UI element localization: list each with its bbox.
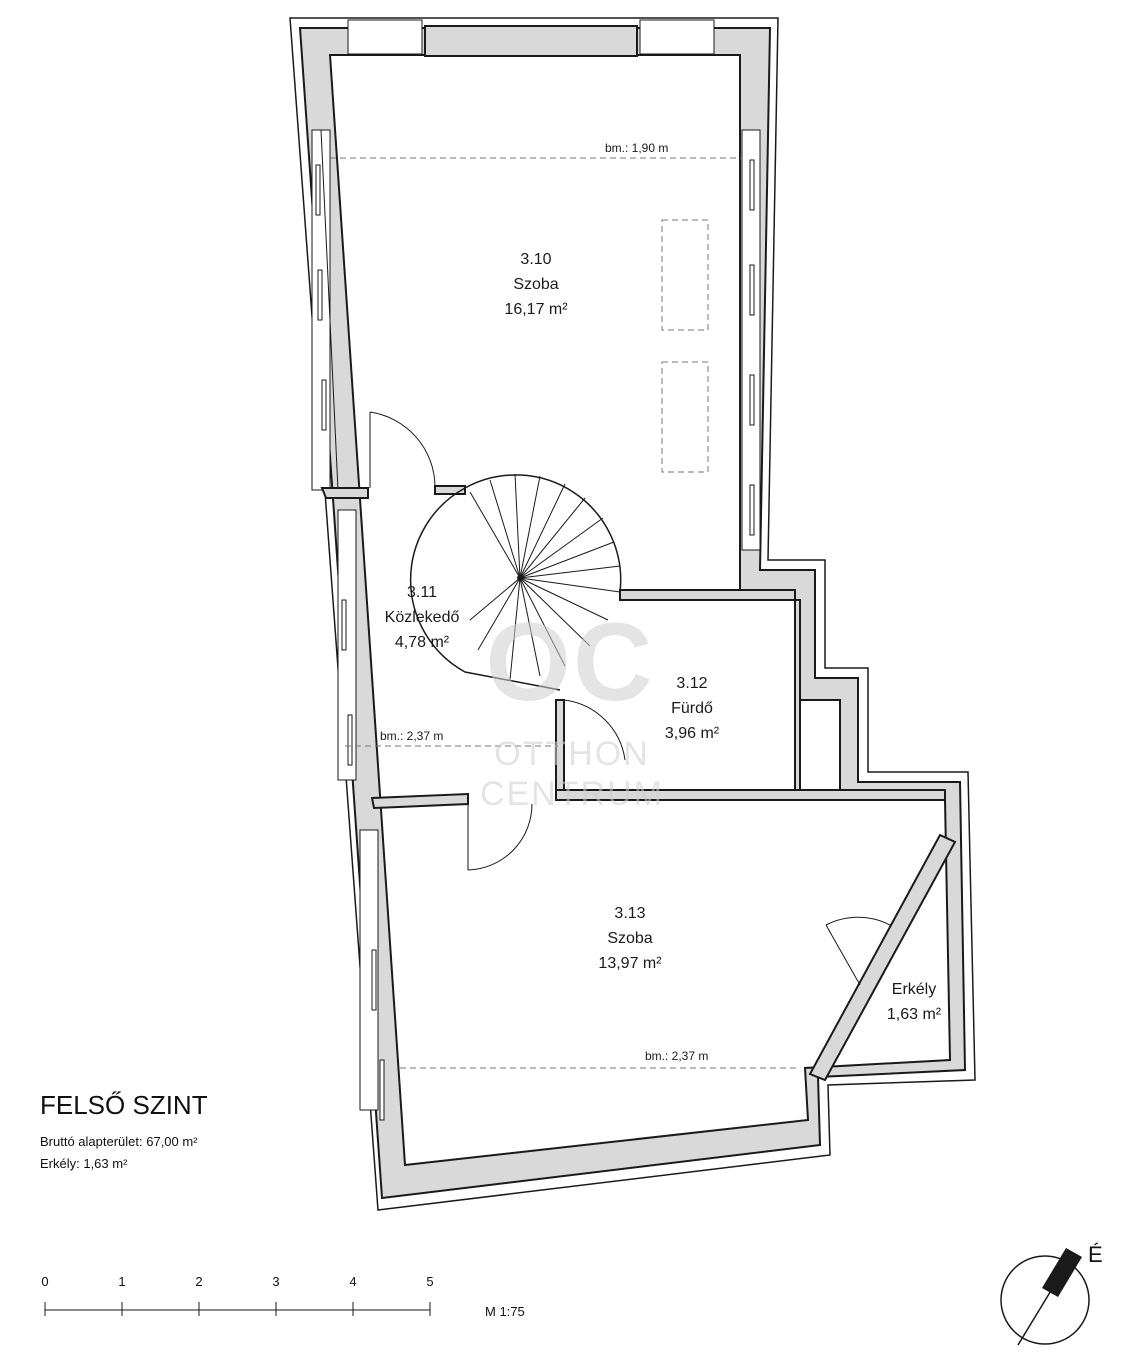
room-number: 3.10 <box>520 251 551 268</box>
room-number: 3.13 <box>614 905 645 922</box>
height-label-313: bm.: 2,37 m <box>645 1049 708 1063</box>
room-number: 3.12 <box>676 675 707 692</box>
scale-tick: 1 <box>118 1274 125 1289</box>
doors <box>369 411 891 986</box>
room-310: 3.10 Szoba 16,17 m² <box>504 251 568 318</box>
height-label-311: bm.: 2,37 m <box>380 729 443 743</box>
plan-title: FELSŐ SZINT <box>40 1090 208 1120</box>
room-area: 16,17 m² <box>504 301 568 318</box>
watermark-monogram: OC <box>486 601 655 724</box>
room-area: 4,78 m² <box>395 634 450 651</box>
room-name: Fürdő <box>671 700 713 717</box>
room-area: 3,96 m² <box>665 725 720 742</box>
watermark-line1: OTTHON <box>494 735 650 773</box>
scale-bar: 0 1 2 3 4 5 M 1:75 <box>41 1274 524 1319</box>
scale-tick: 3 <box>272 1274 279 1289</box>
watermark: OC OTTHON CENTRUM <box>480 601 664 813</box>
watermark-line2: CENTRUM <box>480 775 664 813</box>
room-name: Szoba <box>607 930 652 947</box>
balcony-area: Erkély: 1,63 m² <box>40 1156 128 1171</box>
right-windows <box>741 129 761 551</box>
scale-label: M 1:75 <box>485 1304 525 1319</box>
left-windows <box>311 129 385 1121</box>
spiral-staircase <box>409 473 622 691</box>
scale-tick: 0 <box>41 1274 48 1289</box>
room-area: 13,97 m² <box>598 955 662 972</box>
scale-tick: 5 <box>426 1274 433 1289</box>
room-name: Közlekedő <box>385 609 460 626</box>
room-311: 3.11 Közlekedő 4,78 m² <box>385 584 460 651</box>
scale-tick: 2 <box>195 1274 202 1289</box>
room-balcony: Erkély 1,63 m² <box>887 981 942 1023</box>
north-letter: É <box>1088 1242 1103 1267</box>
scale-tick: 4 <box>349 1274 356 1289</box>
room-312: 3.12 Fürdő 3,96 m² <box>665 675 720 742</box>
room-name: Erkély <box>892 981 936 998</box>
height-label-310: bm.: 1,90 m <box>605 141 668 155</box>
room-area: 1,63 m² <box>887 1006 942 1023</box>
room-number: 3.11 <box>407 584 437 601</box>
gross-area: Bruttó alapterület: 67,00 m² <box>40 1134 198 1149</box>
room-313: 3.13 Szoba 13,97 m² <box>598 905 662 972</box>
room-name: Szoba <box>513 276 558 293</box>
north-arrow: É <box>1000 1242 1103 1346</box>
